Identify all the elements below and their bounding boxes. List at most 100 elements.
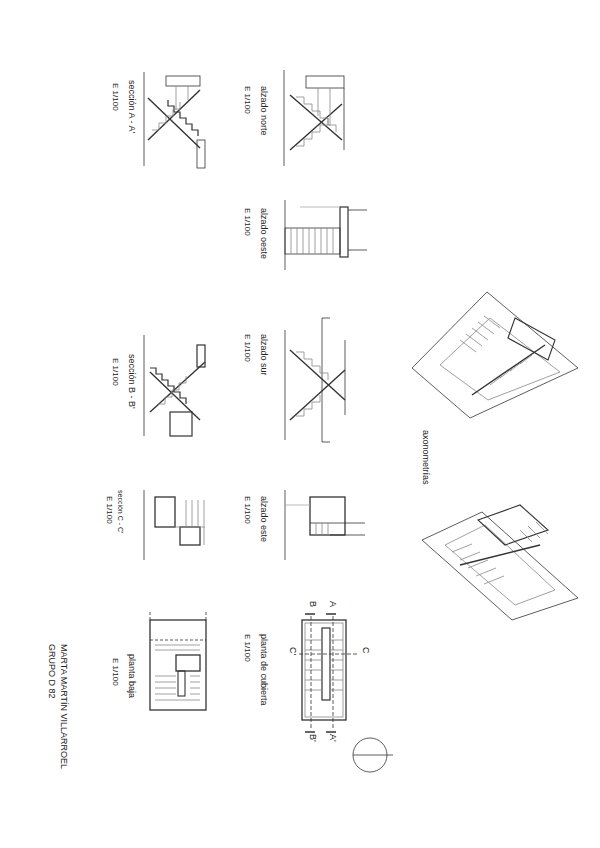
ground-plan <box>150 612 206 710</box>
west-elevation-line <box>348 250 367 251</box>
north-elevation-line <box>344 88 345 150</box>
south-elevation-line <box>322 442 330 443</box>
north-elevation-line <box>330 88 331 126</box>
section-b-path <box>150 368 186 404</box>
section-c-line <box>175 527 205 528</box>
view-title: alzado sur <box>259 334 268 376</box>
section-marker: C <box>361 647 370 654</box>
scale-label: E 1/100 <box>243 208 251 236</box>
east-elevation-line <box>285 490 286 560</box>
south-elevation-path <box>296 395 320 416</box>
view-title: alzado oeste <box>259 208 268 259</box>
axonometry-bottom-polygon <box>478 505 548 545</box>
north-elevation-line <box>284 70 285 166</box>
ground-plan-path <box>155 645 200 700</box>
section-marker: C' <box>288 647 297 655</box>
section-a-path <box>168 100 198 136</box>
axonometry-top-line <box>472 345 545 395</box>
roof-plan-rect <box>322 628 330 700</box>
scale-label: E 1/100 <box>111 83 119 111</box>
axonometry-top <box>412 292 578 418</box>
west-elevation-path <box>291 228 333 254</box>
axonometry-top-polygon <box>440 318 560 400</box>
roof-plan-line <box>333 616 334 730</box>
scale-label: E 1/100 <box>243 86 251 114</box>
view-title: axonometrías <box>421 430 430 485</box>
section-b-line <box>150 372 200 420</box>
axonometry-top-path <box>460 316 532 385</box>
author-credit: GRUPO D 82 <box>47 644 56 699</box>
view-title: planta baja <box>127 654 136 698</box>
section-a-rect <box>197 140 205 168</box>
south-elevation-line <box>345 340 346 415</box>
roof-plan-line <box>311 616 312 730</box>
north-elevation-rect <box>306 76 344 88</box>
east-elevation-line <box>330 535 365 536</box>
scale-label: E 1/100 <box>243 334 251 362</box>
section-marker: B <box>308 601 317 607</box>
north-arrow-line <box>353 755 393 756</box>
east-elevation-path <box>316 523 328 535</box>
ground-plan-path <box>150 612 206 620</box>
south-elevation <box>285 318 345 442</box>
east-elevation-rect <box>310 497 345 535</box>
east-elevation <box>285 490 365 560</box>
section-b-line <box>144 335 145 436</box>
view-title: sección B - B' <box>127 354 136 409</box>
section-a-line <box>176 86 177 110</box>
ground-plan-rect <box>176 655 200 671</box>
scale-label: E 1/100 <box>243 634 251 662</box>
section-marker: A' <box>328 734 337 742</box>
roof-plan-line <box>299 654 358 655</box>
section-a-line <box>148 90 200 140</box>
west-elevation-line <box>348 210 367 211</box>
north-elevation-path <box>296 118 328 146</box>
scale-label: E 1/100 <box>243 496 251 524</box>
section-c-rect <box>155 497 175 527</box>
section-c-line <box>144 490 145 560</box>
west-elevation-line <box>300 207 340 208</box>
ground-plan-line <box>150 640 206 641</box>
view-title: planta de cubierta <box>259 634 268 706</box>
section-b-rect <box>170 412 192 436</box>
scale-label: E 1/100 <box>105 496 113 524</box>
section-c-path <box>186 500 204 545</box>
west-elevation-rect <box>340 207 348 257</box>
section-a-line <box>188 86 189 100</box>
section-b-path <box>158 376 186 404</box>
south-elevation-line <box>285 330 286 440</box>
east-elevation-line <box>285 505 310 506</box>
view-title: alzado este <box>259 496 268 542</box>
author-credit: MARTA MARTÍN VILLARROEL <box>59 644 68 769</box>
section-b <box>144 335 205 436</box>
west-elevation <box>285 200 367 270</box>
view-title: sección C - C' <box>117 490 124 533</box>
section-marker: B' <box>308 734 317 742</box>
south-elevation-path <box>296 352 328 380</box>
south-elevation-line <box>290 350 345 400</box>
section-c-rect <box>180 527 200 545</box>
south-elevation-line <box>322 318 330 319</box>
north-elevation-line <box>290 95 342 140</box>
axonometry-bottom-path <box>452 522 548 584</box>
ground-plan-rect <box>178 671 185 696</box>
section-b-line <box>150 362 205 412</box>
ground-plan-rect <box>150 620 206 710</box>
axonometry-bottom <box>422 505 578 620</box>
roof-plan-rect <box>302 620 346 720</box>
view-title: alzado norte <box>259 86 268 136</box>
section-a-line <box>144 72 145 166</box>
section-marker: A <box>328 601 337 607</box>
south-elevation-line <box>290 370 345 420</box>
scale-label: E 1/100 <box>111 358 119 386</box>
section-a-rect <box>166 76 200 86</box>
axonometry-top-polygon <box>412 292 578 418</box>
roof-plan <box>299 614 358 732</box>
east-elevation-line <box>310 523 365 524</box>
scale-label: E 1/100 <box>111 658 119 686</box>
north-elevation <box>284 70 344 166</box>
axonometry-bottom-polygon <box>422 512 578 620</box>
north-elevation-line <box>318 88 319 116</box>
section-c <box>144 490 205 560</box>
